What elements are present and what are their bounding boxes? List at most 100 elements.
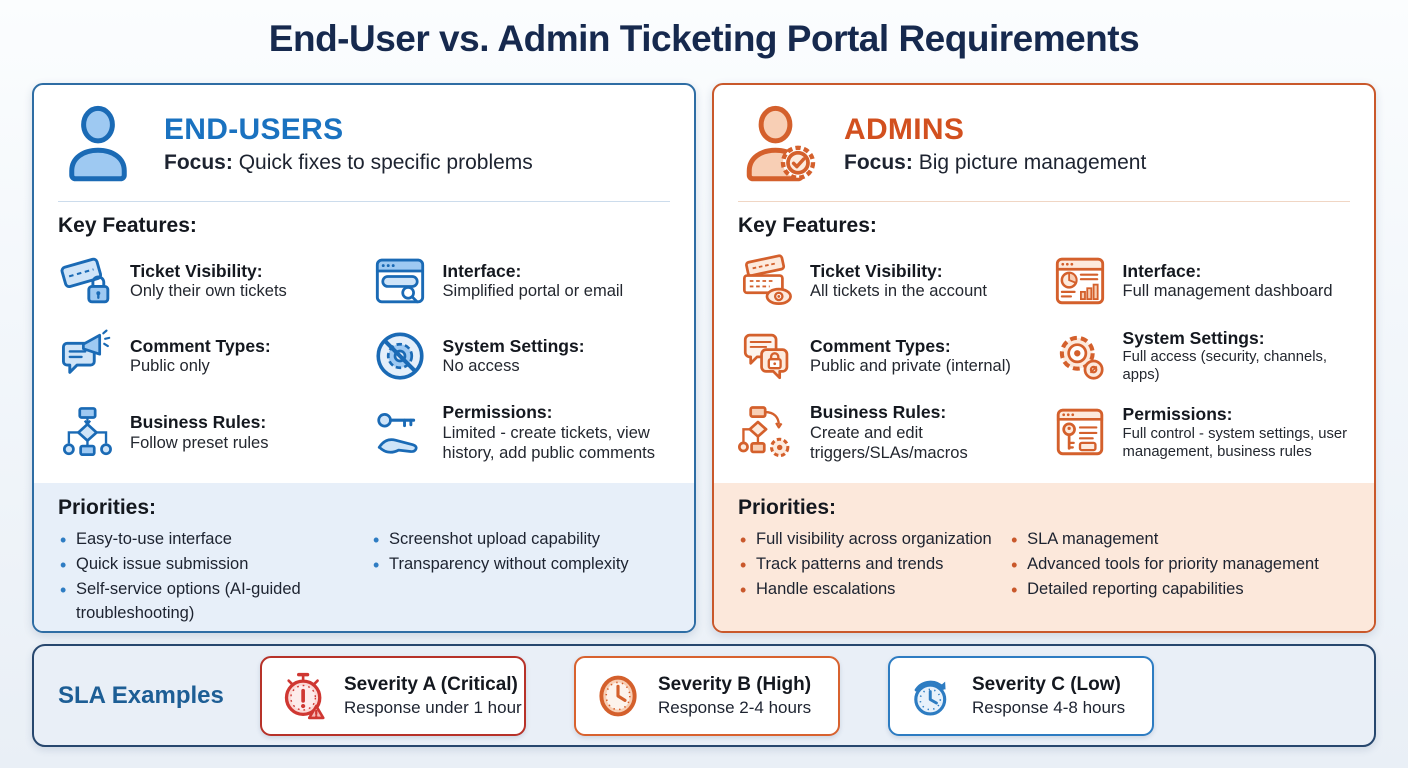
focus-label: Focus: xyxy=(844,151,913,174)
end-users-focus: Focus: Quick fixes to specific problems xyxy=(164,151,533,175)
megaphone-chat-icon xyxy=(58,327,116,385)
admins-features: Ticket Visibility: All tickets in the ac… xyxy=(714,238,1374,463)
feature-desc: Full access (security, channels, apps) xyxy=(1122,349,1328,384)
tickets-eye-icon xyxy=(738,252,796,310)
feature-system-settings: System Settings: No access xyxy=(371,327,676,385)
gear-badge-icon xyxy=(1051,327,1109,385)
priorities-column-1: Full visibility across organization Trac… xyxy=(738,527,995,604)
priority-text: Quick issue submission xyxy=(76,554,249,573)
browser-search-icon xyxy=(371,252,429,310)
sla-chips: Severity A (Critical) Response under 1 h… xyxy=(260,655,1154,736)
feature-label: Interface: xyxy=(442,260,522,281)
priority-text: Detailed reporting capabilities xyxy=(1027,579,1244,598)
feature-business-rules: Business Rules: Create and edit triggers… xyxy=(738,402,1035,463)
feature-interface: Interface: Simplified portal or email xyxy=(371,252,676,310)
feature-label: Permissions: xyxy=(442,402,553,422)
feature-interface: Interface: Full management dashboard xyxy=(1051,252,1356,310)
feature-business-rules: Business Rules: Follow preset rules xyxy=(58,402,355,463)
priority-text: Handle escalations xyxy=(756,579,896,598)
priority-text: SLA management xyxy=(1027,530,1159,548)
feature-system-settings: System Settings: Full access (security, … xyxy=(1051,327,1356,385)
flowchart-gear-icon xyxy=(738,403,796,461)
feature-label: Ticket Visibility: xyxy=(810,260,943,281)
end-users-header: END-USERS Focus: Quick fixes to specific… xyxy=(34,85,694,197)
feature-desc: Create and edit triggers/SLAs/macros xyxy=(810,423,968,462)
priorities-heading: Priorities: xyxy=(738,496,837,519)
key-hand-icon xyxy=(371,403,429,461)
priority-item: Handle escalations xyxy=(738,577,995,604)
feature-ticket-visibility: Ticket Visibility: All tickets in the ac… xyxy=(738,252,1035,310)
admins-card: ADMINS Focus: Big picture management Key… xyxy=(712,83,1376,633)
severity-a-label: Severity A (Critical) xyxy=(344,674,518,695)
severity-a-desc: Response under 1 hour xyxy=(344,697,522,717)
feature-desc: Follow preset rules xyxy=(130,433,269,452)
severity-b-label: Severity B (High) xyxy=(658,674,812,695)
priority-item: Easy-to-use interface xyxy=(58,527,357,554)
feature-desc: No access xyxy=(442,357,520,376)
priority-text: Self-service options (AI-guided troubles… xyxy=(76,579,301,623)
feature-desc: Full control - system settings, user man… xyxy=(1122,425,1348,460)
severity-b-desc: Response 2-4 hours xyxy=(658,697,812,717)
feature-label: Interface: xyxy=(1122,260,1202,281)
window-key-icon xyxy=(1051,403,1109,461)
admins-priorities: Priorities: Full visibility across organ… xyxy=(714,483,1374,631)
priority-item: Full visibility across organization xyxy=(738,527,995,554)
severity-c-label: Severity C (Low) xyxy=(972,674,1121,695)
page-title: End-User vs. Admin Ticketing Portal Requ… xyxy=(268,18,1140,59)
header-divider xyxy=(58,201,670,202)
header-divider xyxy=(738,201,1350,202)
priority-item: Self-service options (AI-guided troubles… xyxy=(58,577,357,627)
priorities-column-2: SLA management Advanced tools for priori… xyxy=(1009,527,1350,604)
priority-item: Detailed reporting capabilities xyxy=(1009,577,1350,604)
feature-label: Comment Types: xyxy=(130,335,271,356)
feature-label: Permissions: xyxy=(1122,404,1233,425)
feature-permissions: Permissions: Full control - system setti… xyxy=(1051,402,1356,463)
person-gear-icon xyxy=(738,104,818,184)
sla-heading: SLA Examples xyxy=(58,681,224,709)
feature-desc: Limited - create tickets, view history, … xyxy=(442,423,656,462)
stopwatch-alert-icon xyxy=(276,668,332,724)
priority-text: Screenshot upload capability xyxy=(389,530,600,548)
key-features-heading: Key Features: xyxy=(738,214,877,237)
person-icon xyxy=(58,104,138,184)
dashboard-icon xyxy=(1051,252,1109,310)
priority-item: Advanced tools for priority management xyxy=(1009,552,1350,579)
feature-ticket-visibility: Ticket Visibility: Only their own ticket… xyxy=(58,252,355,310)
end-users-priorities: Priorities: Easy-to-use interface Quick … xyxy=(34,483,694,631)
focus-text: Quick fixes to specific problems xyxy=(238,151,533,174)
priority-text: Track patterns and trends xyxy=(756,554,944,573)
feature-permissions: Permissions: Limited - create tickets, v… xyxy=(371,402,676,463)
priority-item: SLA management xyxy=(1009,527,1350,554)
clock-refresh-icon xyxy=(904,668,960,724)
clock-icon xyxy=(590,668,646,724)
priority-item: Transparency without complexity xyxy=(371,552,670,579)
feature-label: Business Rules: xyxy=(130,412,267,433)
feature-comment-types: Comment Types: Public and private (inter… xyxy=(738,327,1035,385)
gear-blocked-icon xyxy=(371,327,429,385)
priority-item: Screenshot upload capability xyxy=(371,527,670,554)
feature-desc: Only their own tickets xyxy=(130,282,287,301)
key-features-heading: Key Features: xyxy=(58,214,197,237)
priority-text: Advanced tools for priority management xyxy=(1027,554,1319,573)
feature-label: Ticket Visibility: xyxy=(130,260,263,281)
severity-c-chip: Severity C (Low) Response 4-8 hours xyxy=(888,655,1154,736)
priorities-column-2: Screenshot upload capability Transparenc… xyxy=(371,527,670,626)
priority-item: Quick issue submission xyxy=(58,552,357,579)
ticket-lock-icon xyxy=(58,252,116,310)
feature-label: System Settings: xyxy=(442,335,585,356)
feature-desc: Simplified portal or email xyxy=(442,282,624,301)
severity-c-desc: Response 4-8 hours xyxy=(972,697,1126,717)
severity-b-chip: Severity B (High) Response 2-4 hours xyxy=(574,655,840,736)
feature-desc: Public and private (internal) xyxy=(810,357,1011,376)
persona-cards-row: END-USERS Focus: Quick fixes to specific… xyxy=(32,83,1376,633)
priority-text: Transparency without complexity xyxy=(389,554,629,573)
focus-text: Big picture management xyxy=(918,151,1147,174)
feature-desc: All tickets in the account xyxy=(810,282,988,301)
end-users-card: END-USERS Focus: Quick fixes to specific… xyxy=(32,83,696,633)
priorities-heading: Priorities: xyxy=(58,496,157,519)
priority-item: Track patterns and trends xyxy=(738,552,995,579)
feature-label: System Settings: xyxy=(1122,327,1265,348)
flowchart-icon xyxy=(58,403,116,461)
admins-title: ADMINS xyxy=(844,113,965,146)
